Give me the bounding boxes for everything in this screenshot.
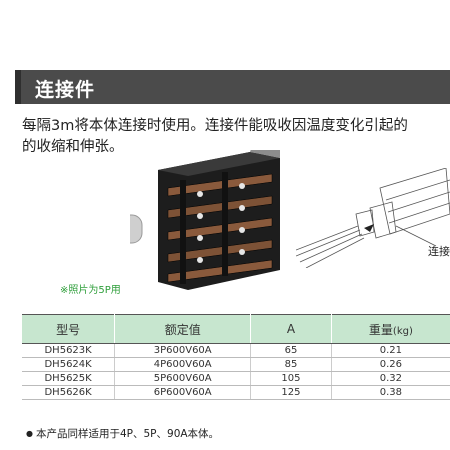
header-weight: 重量(kg) [331,314,450,344]
table-row: DH5625K 5P600V60A 105 0.32 [22,371,450,386]
connector-callout-label: 连接 [428,245,450,258]
cell-ampere: 105 [250,371,332,386]
section-header-bar: 连接件 [15,70,450,104]
cell-model: DH5624K [22,357,116,372]
table-header-row: 型号 额定值 A 重量(kg) [22,314,450,344]
cell-weight: 0.38 [331,385,450,400]
header-rating: 额定值 [114,314,252,344]
footnote: ●本产品同样适用于4P、5P、90A本体。 [26,426,219,441]
photo-note: ※照片为5P用 [60,285,121,296]
table-row: DH5623K 3P600V60A 65 0.21 [22,343,450,358]
header-model: 型号 [22,314,116,344]
cell-weight: 0.26 [331,357,450,372]
cell-rating: 6P600V60A [114,385,252,400]
cell-ampere: 85 [250,357,332,372]
cell-rating: 4P600V60A [114,357,252,372]
cell-ampere: 65 [250,343,332,358]
footnote-text: 本产品同样适用于4P、5P、90A本体。 [35,428,220,440]
cell-rating: 3P600V60A [114,343,252,358]
cell-weight: 0.32 [331,371,450,386]
description-line-1: 每隔3m将本体连接时使用。连接件能吸收因温度变化引起的 [22,118,408,134]
cell-model: DH5626K [22,385,116,400]
description-line-2: 的收缩和伸张。 [22,139,124,155]
header-ampere: A [250,314,332,344]
connector-photo [130,150,280,290]
table-row: DH5626K 6P600V60A 125 0.38 [22,385,450,400]
table-row: DH5624K 4P600V60A 85 0.26 [22,357,450,372]
cell-rating: 5P600V60A [114,371,252,386]
spec-table: 型号 额定值 A 重量(kg) DH5623K 3P600V60A 65 0.2… [22,314,450,400]
cell-model: DH5623K [22,343,116,358]
cell-model: DH5625K [22,371,116,386]
cell-weight: 0.21 [331,343,450,358]
installation-diagram [296,168,450,268]
section-title: 连接件 [35,79,96,101]
cell-ampere: 125 [250,385,332,400]
bullet-icon: ● [26,429,33,438]
